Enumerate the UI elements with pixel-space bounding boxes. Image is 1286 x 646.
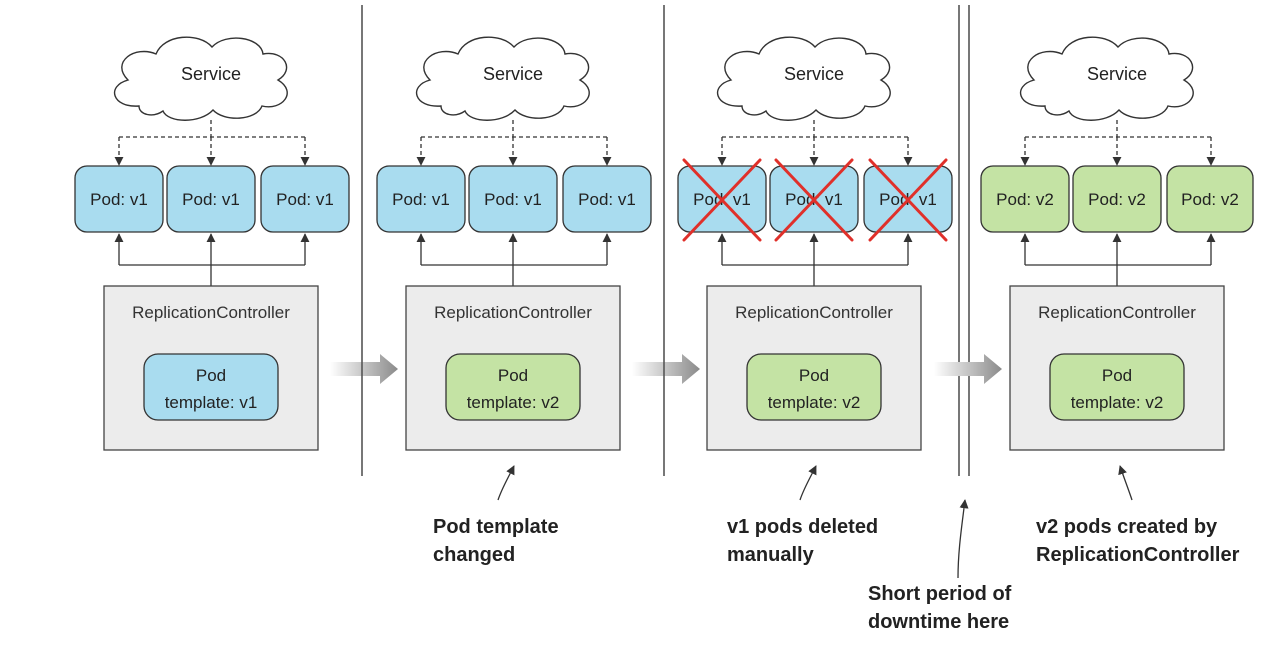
deleted-cross-icon: [682, 158, 762, 242]
service-label: Service: [784, 64, 844, 84]
pod-label: Pod: v1: [392, 190, 450, 209]
pod-label: Pod: v2: [996, 190, 1054, 209]
pod: Pod: v2: [1166, 165, 1254, 233]
pod-template-line1: Pod: [1102, 366, 1132, 385]
pod-label: Pod: v1: [578, 190, 636, 209]
pod-label: Pod: v1: [182, 190, 240, 209]
rc-to-pod-links: [1020, 233, 1216, 286]
pod-template-line1: Pod: [799, 366, 829, 385]
rc-label: ReplicationController: [434, 303, 592, 322]
pod: Pod: v1: [376, 165, 466, 233]
service-label: Service: [181, 64, 241, 84]
pod-template-line2: template: v2: [768, 393, 861, 412]
panel-4: Service Pod: v2 Pod: v2 Pod: v2: [980, 36, 1254, 566]
pod-label: Pod: v1: [90, 190, 148, 209]
deleted-cross-icon: [774, 158, 854, 242]
replication-controller: ReplicationController Pod template: v2: [405, 285, 621, 451]
pod: Pod: v1: [74, 165, 164, 233]
service-label: Service: [1087, 64, 1147, 84]
replication-controller: ReplicationController Pod template: v1: [103, 285, 319, 451]
service-cloud: Service: [716, 36, 891, 121]
service-label: Service: [483, 64, 543, 84]
pod-deleted: Pod: v1: [769, 158, 859, 242]
annotation-line1: v1 pods deleted: [727, 516, 878, 538]
transition-arrow: [934, 354, 1002, 384]
service-to-pod-links: [114, 120, 310, 166]
annotation-line1: Short period of: [868, 583, 1012, 605]
annotation-v2-pods-created: v2 pods created by ReplicationController: [1036, 465, 1240, 566]
pod-template-line2: template: v2: [1071, 393, 1164, 412]
replication-controller: ReplicationController Pod template: v2: [706, 285, 922, 451]
service-cloud: Service: [1019, 36, 1194, 121]
rc-to-pod-links: [717, 233, 913, 286]
pod: Pod: v1: [166, 165, 256, 233]
rc-to-pod-links: [416, 233, 612, 286]
annotation-line1: v2 pods created by: [1036, 516, 1218, 538]
service-cloud: Service: [113, 36, 288, 121]
pod-template: Pod template: v2: [1049, 353, 1185, 421]
deleted-cross-icon: [868, 158, 948, 242]
pod-template-line2: template: v2: [467, 393, 560, 412]
annotation-line2: changed: [433, 544, 515, 566]
pod: Pod: v2: [1072, 165, 1162, 233]
pod-label: Pod: v2: [1181, 190, 1239, 209]
pod-deleted: Pod: v1: [677, 158, 767, 242]
rc-label: ReplicationController: [735, 303, 893, 322]
panel-2: Service Pod: v1 Pod: v1 Pod: v1: [376, 36, 652, 566]
pod-template: Pod template: v2: [445, 353, 581, 421]
service-cloud: Service: [415, 36, 590, 121]
annotation-downtime: Short period of downtime here: [868, 499, 1012, 633]
annotation-line2: manually: [727, 544, 815, 566]
annotation-v1-pods-deleted: v1 pods deleted manually: [727, 465, 878, 566]
pod: Pod: v1: [260, 165, 350, 233]
rc-label: ReplicationController: [1038, 303, 1196, 322]
rc-to-pod-links: [114, 233, 310, 286]
transition-arrow: [330, 354, 398, 384]
pod: Pod: v1: [468, 165, 558, 233]
annotation-line2: downtime here: [868, 611, 1009, 633]
rc-label: ReplicationController: [132, 303, 290, 322]
service-to-pod-links: [1020, 120, 1216, 166]
replication-controller: ReplicationController Pod template: v2: [1009, 285, 1225, 451]
panel-3: Service Pod: v1 Pod: v1: [677, 36, 953, 566]
pod-template-line1: Pod: [196, 366, 226, 385]
pod-template: Pod template: v2: [746, 353, 882, 421]
pod-label: Pod: v1: [484, 190, 542, 209]
pod: Pod: v1: [562, 165, 652, 233]
annotation-line1: Pod template: [433, 516, 559, 538]
transition-arrow: [632, 354, 700, 384]
annotation-line2: ReplicationController: [1036, 544, 1240, 566]
annotation-pod-template-changed: Pod template changed: [433, 465, 559, 566]
service-to-pod-links: [717, 120, 913, 166]
pod-template-line2: template: v1: [165, 393, 258, 412]
pod: Pod: v2: [980, 165, 1070, 233]
panel-1: Service Pod: v1 Pod: v1 Pod: v1: [74, 36, 350, 451]
pod-label: Pod: v2: [1088, 190, 1146, 209]
pod-template-line1: Pod: [498, 366, 528, 385]
pod-template: Pod template: v1: [143, 353, 279, 421]
pod-label: Pod: v1: [276, 190, 334, 209]
pod-deleted: Pod: v1: [863, 158, 953, 242]
service-to-pod-links: [416, 120, 612, 166]
